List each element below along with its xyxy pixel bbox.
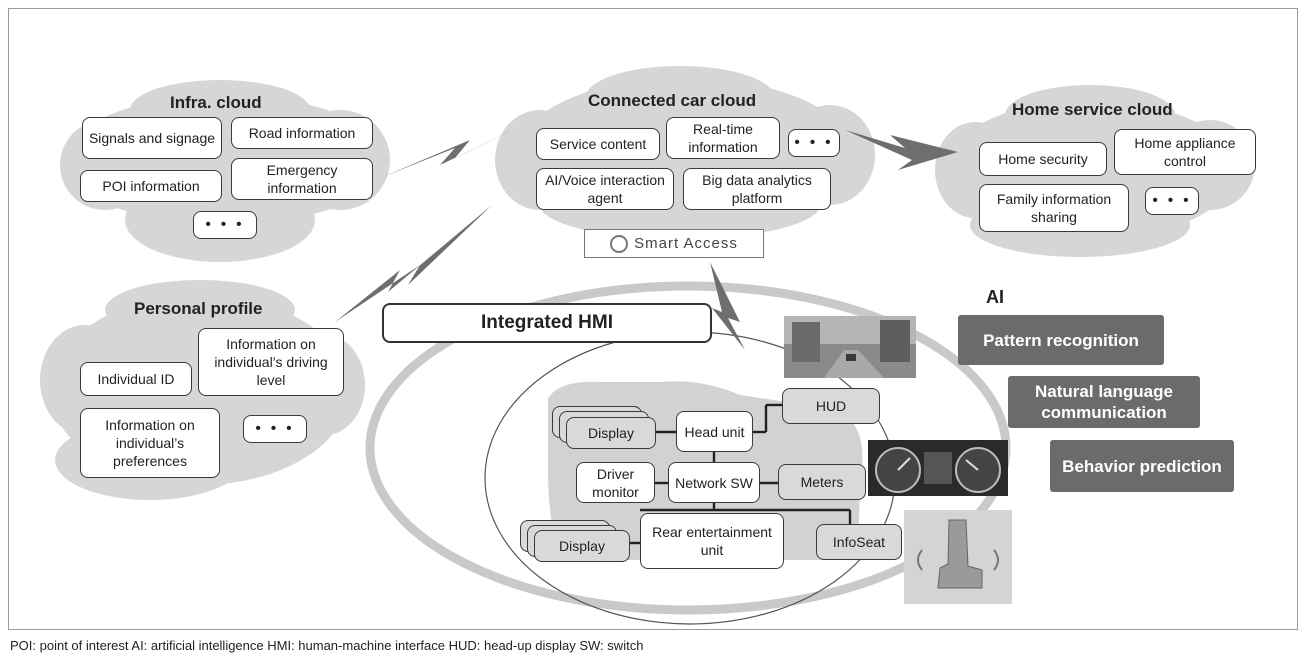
personal-more-box: • • • (243, 415, 307, 443)
hud-street-photo (784, 316, 916, 378)
natural-language-box: Natural language communication (1008, 376, 1200, 428)
big-data-platform-box: Big data analytics platform (683, 168, 831, 210)
road-information-box: Road information (231, 117, 373, 149)
home-security-box: Home security (979, 142, 1107, 176)
smart-access-logo-icon (610, 234, 629, 253)
display-front-box: Display (566, 417, 656, 449)
connected-cloud-title: Connected car cloud (588, 91, 757, 110)
infra-cloud-title: Infra. cloud (170, 93, 262, 112)
integrated-hmi-title: Integrated HMI (382, 303, 712, 343)
smart-access-logo: Smart Access (584, 229, 764, 258)
hmi-connectors (630, 403, 852, 545)
infoseat-photo (904, 510, 1012, 604)
smart-access-logo-text: Smart Access (634, 235, 738, 252)
service-content-box: Service content (536, 128, 660, 160)
diagram-frame (8, 8, 1298, 630)
personal-profile-title: Personal profile (134, 299, 263, 318)
meters-box: Meters (778, 464, 866, 500)
ai-label: AI (986, 287, 1004, 307)
pattern-recognition-box: Pattern recognition (958, 315, 1164, 365)
driver-monitor-box: Driver monitor (576, 462, 655, 503)
meters-photo (868, 440, 1008, 496)
infra-more-box: • • • (193, 211, 257, 239)
emergency-information-box: Emergency information (231, 158, 373, 200)
preferences-box: Information on individual’s preferences (80, 408, 220, 478)
network-sw-box: Network SW (668, 462, 760, 503)
connected-more-box: • • • (788, 129, 840, 157)
hud-box: HUD (782, 388, 880, 424)
head-unit-box: Head unit (676, 411, 753, 452)
home-appliance-control-box: Home appliance control (1114, 129, 1256, 175)
home-more-box: • • • (1145, 187, 1199, 215)
ai-voice-agent-box: AI/Voice interaction agent (536, 168, 674, 210)
rear-entertainment-unit-box: Rear entertainment unit (640, 513, 784, 569)
home-cloud-title: Home service cloud (1012, 100, 1173, 119)
poi-information-box: POI information (80, 170, 222, 202)
realtime-information-box: Real-time information (666, 117, 780, 159)
behavior-prediction-box: Behavior prediction (1050, 440, 1234, 492)
display-rear-box: Display (534, 530, 630, 562)
family-information-sharing-box: Family information sharing (979, 184, 1129, 232)
driving-level-box: Information on individual’s driving leve… (198, 328, 344, 396)
lightning-bolts (335, 122, 958, 350)
signals-signage-box: Signals and signage (82, 117, 222, 159)
abbreviation-footnote: POI: point of interest AI: artificial in… (10, 638, 644, 653)
infoseat-box: InfoSeat (816, 524, 902, 560)
individual-id-box: Individual ID (80, 362, 192, 396)
